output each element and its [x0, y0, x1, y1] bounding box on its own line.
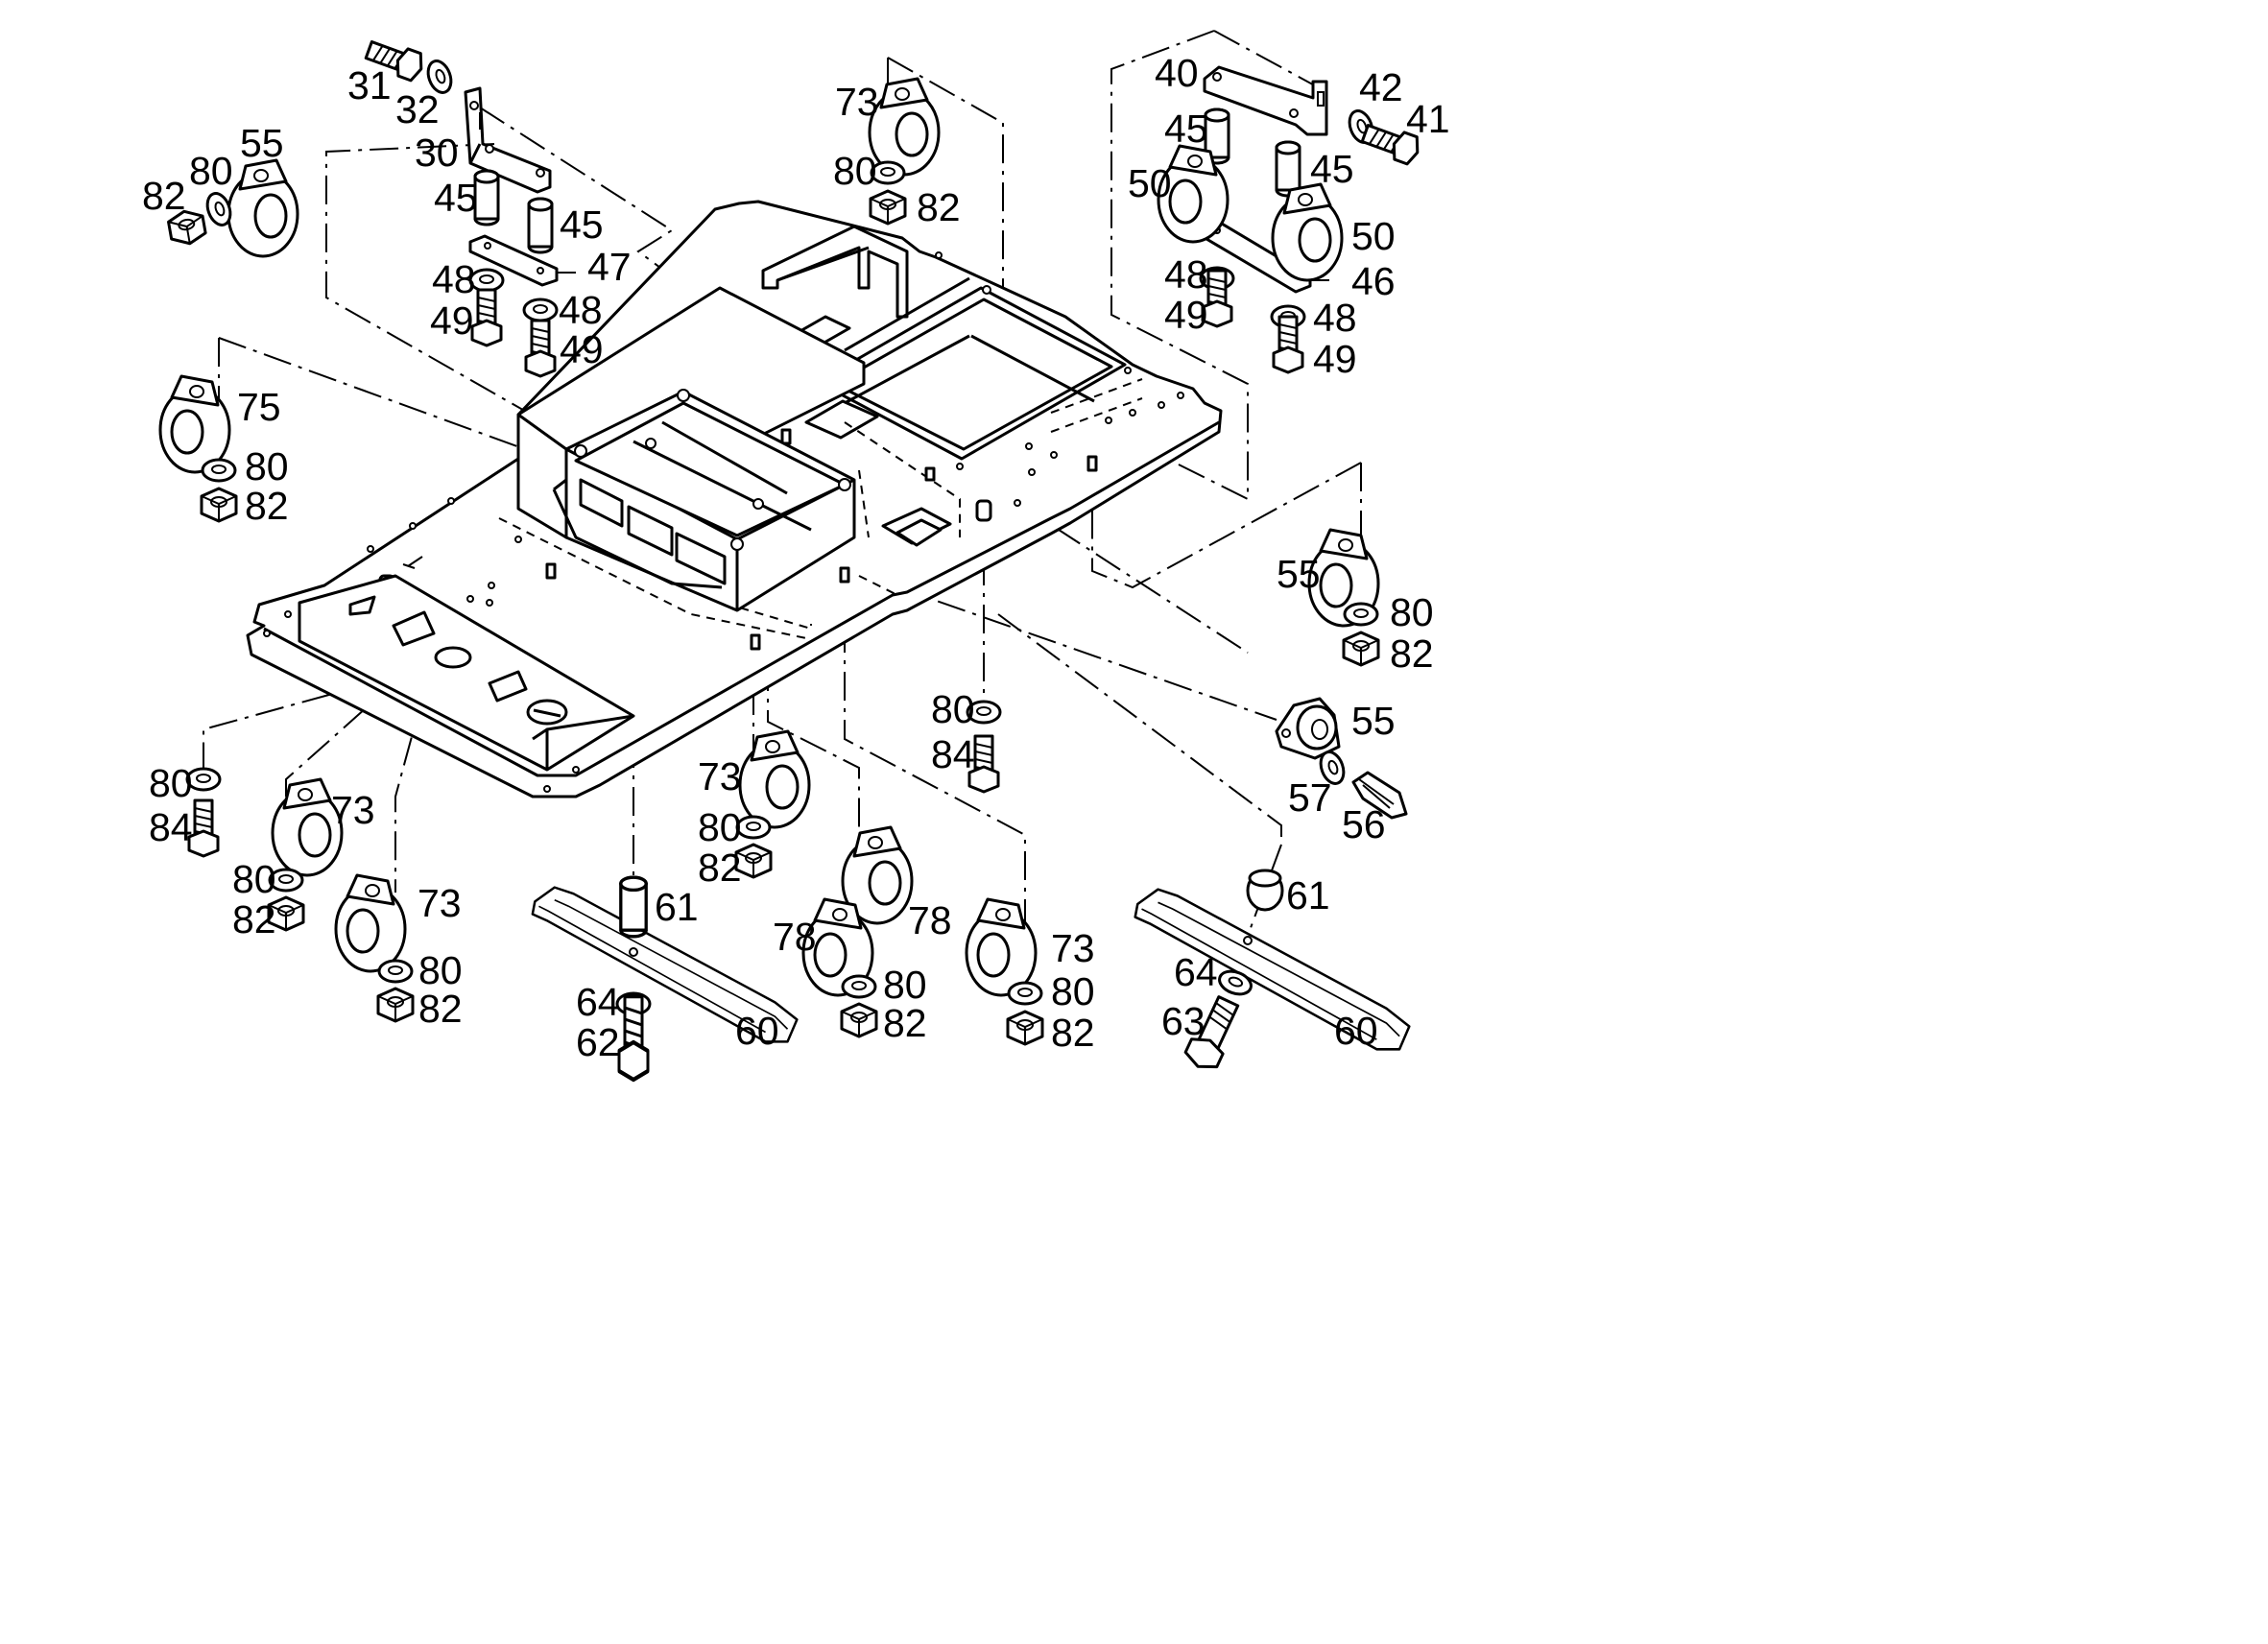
callout-label: 57 — [1288, 775, 1332, 820]
callout-label: 84 — [931, 732, 975, 776]
callout-label: 82 — [1051, 1011, 1095, 1055]
callout-label: 82 — [418, 987, 463, 1031]
callout-label: 49 — [430, 298, 474, 343]
callout-label: 80 — [883, 963, 927, 1007]
callout-label: 82 — [245, 484, 289, 528]
callout-label: 42 — [1359, 65, 1403, 109]
callout-label: 73 — [835, 80, 879, 124]
callout-label: 82 — [698, 846, 742, 890]
handle-left-group — [531, 875, 799, 1080]
bracket-40-assembly — [1157, 65, 1424, 374]
callout-label: 73 — [418, 881, 462, 925]
callout-label: 48 — [559, 288, 603, 332]
callout-label: 31 — [347, 63, 392, 107]
callout-label: 80 — [931, 687, 975, 731]
callout-label: 63 — [1161, 999, 1206, 1043]
callout-label: 78 — [908, 898, 952, 942]
callout-label: 78 — [773, 915, 817, 959]
callout-label: 80 — [418, 948, 463, 992]
callout-label: 62 — [576, 1020, 620, 1064]
callout-label: 50 — [1351, 214, 1396, 258]
bracket-30-assembly — [362, 35, 576, 378]
callout-label: 84 — [149, 805, 193, 849]
callout-label: 82 — [232, 897, 276, 941]
callout-label: 47 — [587, 245, 632, 289]
callout-label: 55 — [1277, 552, 1321, 596]
callout-label: 82 — [142, 174, 186, 218]
handle-right-group — [1134, 869, 1411, 1069]
callout-label: 55 — [240, 121, 284, 165]
callout-label: 80 — [149, 761, 193, 805]
callout-label: 40 — [1155, 51, 1199, 95]
callout-label: 46 — [1351, 259, 1396, 303]
callout-label: 60 — [1334, 1009, 1378, 1053]
callout-label: 48 — [1313, 296, 1357, 340]
callout-label: 80 — [698, 805, 742, 849]
callout-label: 80 — [833, 149, 877, 193]
callout-label: 49 — [1164, 293, 1208, 337]
callout-label: 45 — [1310, 147, 1354, 191]
callout-label: 45 — [1164, 107, 1208, 151]
callout-label: 55 — [1351, 699, 1396, 743]
callout-label: 64 — [1174, 950, 1218, 994]
callout-label: 48 — [1164, 252, 1208, 297]
fastener-groups — [158, 77, 1408, 1046]
callout-label: 75 — [237, 385, 281, 429]
callout-label: 80 — [1051, 969, 1095, 1013]
callout-label: 80 — [189, 149, 233, 193]
callout-label: 45 — [560, 203, 604, 247]
callout-label: 82 — [883, 1001, 927, 1045]
callout-label: 60 — [735, 1009, 779, 1053]
callout-label: 64 — [576, 980, 620, 1024]
callout-label: 49 — [560, 327, 604, 371]
callout-label: 30 — [415, 131, 459, 175]
callout-label: 50 — [1128, 161, 1172, 205]
callout-label: 41 — [1406, 97, 1450, 141]
callout-label: 45 — [434, 176, 478, 220]
callout-label: 73 — [698, 754, 742, 798]
callout-label: 80 — [1390, 590, 1434, 634]
callout-label: 61 — [1286, 873, 1330, 917]
callout-label: 56 — [1342, 802, 1386, 846]
callout-label: 73 — [1051, 926, 1095, 970]
callout-label: 73 — [331, 788, 375, 832]
control-box — [516, 286, 866, 612]
front-console — [298, 556, 635, 772]
callout-label: 61 — [655, 885, 699, 929]
callout-label: 32 — [395, 87, 440, 131]
callout-label: 82 — [917, 185, 961, 229]
callout-label: 49 — [1313, 337, 1357, 381]
callout-label: 82 — [1390, 631, 1434, 676]
callout-label: 48 — [432, 257, 476, 301]
callout-label: 80 — [232, 857, 276, 901]
callout-label: 80 — [245, 444, 289, 488]
